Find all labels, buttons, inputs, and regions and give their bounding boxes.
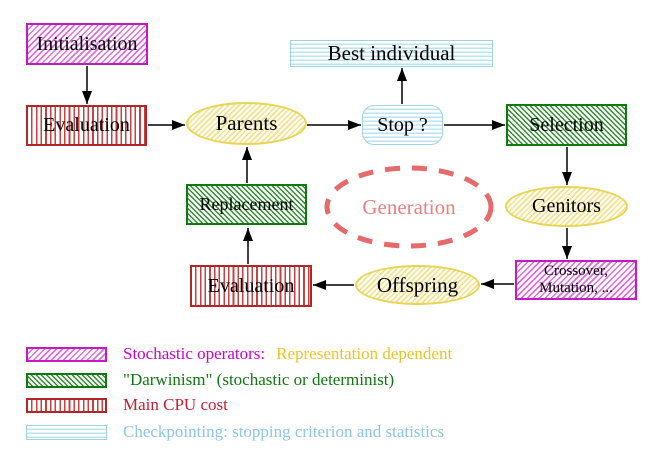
node-replacement-label: Replacement: [199, 194, 294, 214]
legend-swatch-stochastic: [26, 346, 107, 362]
legend-swatch-darwinism: [26, 372, 107, 388]
legend-row-cpu-cost: Main CPU cost: [26, 395, 228, 414]
node-generation: Generation: [325, 167, 493, 248]
node-initialisation-label: Initialisation: [36, 32, 138, 55]
node-genitors-label: Genitors: [532, 195, 601, 217]
node-crossover-mutation: Crossover, Mutation, ...: [515, 260, 637, 300]
node-evaluation-bottom: Evaluation: [190, 265, 312, 307]
node-best-individual: Best individual: [290, 40, 493, 67]
legend-swatch-checkpointing: [26, 424, 107, 440]
legend-text-darwinism: "Darwinism" (stochastic or determinist): [123, 370, 395, 389]
node-selection-label: Selection: [529, 113, 604, 136]
node-parents: Parents: [186, 102, 307, 145]
legend-swatch-cpu-cost: [26, 397, 107, 413]
node-stop: Stop ?: [362, 105, 443, 145]
node-stop-label: Stop ?: [377, 113, 428, 136]
node-evaluation-bottom-label: Evaluation: [207, 274, 295, 297]
legend-text-stochastic-operators: Stochastic operators:: [123, 344, 266, 363]
node-evaluation-top-label: Evaluation: [43, 114, 130, 136]
node-best-individual-label: Best individual: [327, 41, 456, 65]
node-generation-label: Generation: [362, 195, 456, 219]
legend-text-checkpointing: Checkpointing: stopping criterion and st…: [123, 422, 445, 441]
node-crossover-line2: Mutation, ...: [539, 280, 613, 296]
legend-row-stochastic: Stochastic operators: Representation depe…: [26, 344, 452, 364]
legend-row-checkpointing: Checkpointing: stopping criterion and st…: [26, 422, 445, 441]
node-selection: Selection: [506, 104, 627, 146]
node-replacement: Replacement: [186, 184, 307, 225]
legend-text-cpu-cost: Main CPU cost: [123, 395, 228, 414]
legend-row-darwinism: "Darwinism" (stochastic or determinist): [26, 370, 395, 389]
legend-label-stochastic: Stochastic operators: Representation depe…: [123, 344, 452, 364]
legend-text-representation-dependent: Representation dependent: [276, 344, 453, 363]
node-crossover-line1: Crossover,: [544, 262, 608, 279]
node-offspring-label: Offspring: [376, 272, 459, 297]
node-parents-label: Parents: [215, 111, 278, 135]
node-evaluation-top: Evaluation: [26, 105, 147, 146]
node-initialisation: Initialisation: [26, 23, 148, 65]
node-genitors: Genitors: [505, 186, 628, 227]
node-offspring: Offspring: [355, 265, 480, 305]
